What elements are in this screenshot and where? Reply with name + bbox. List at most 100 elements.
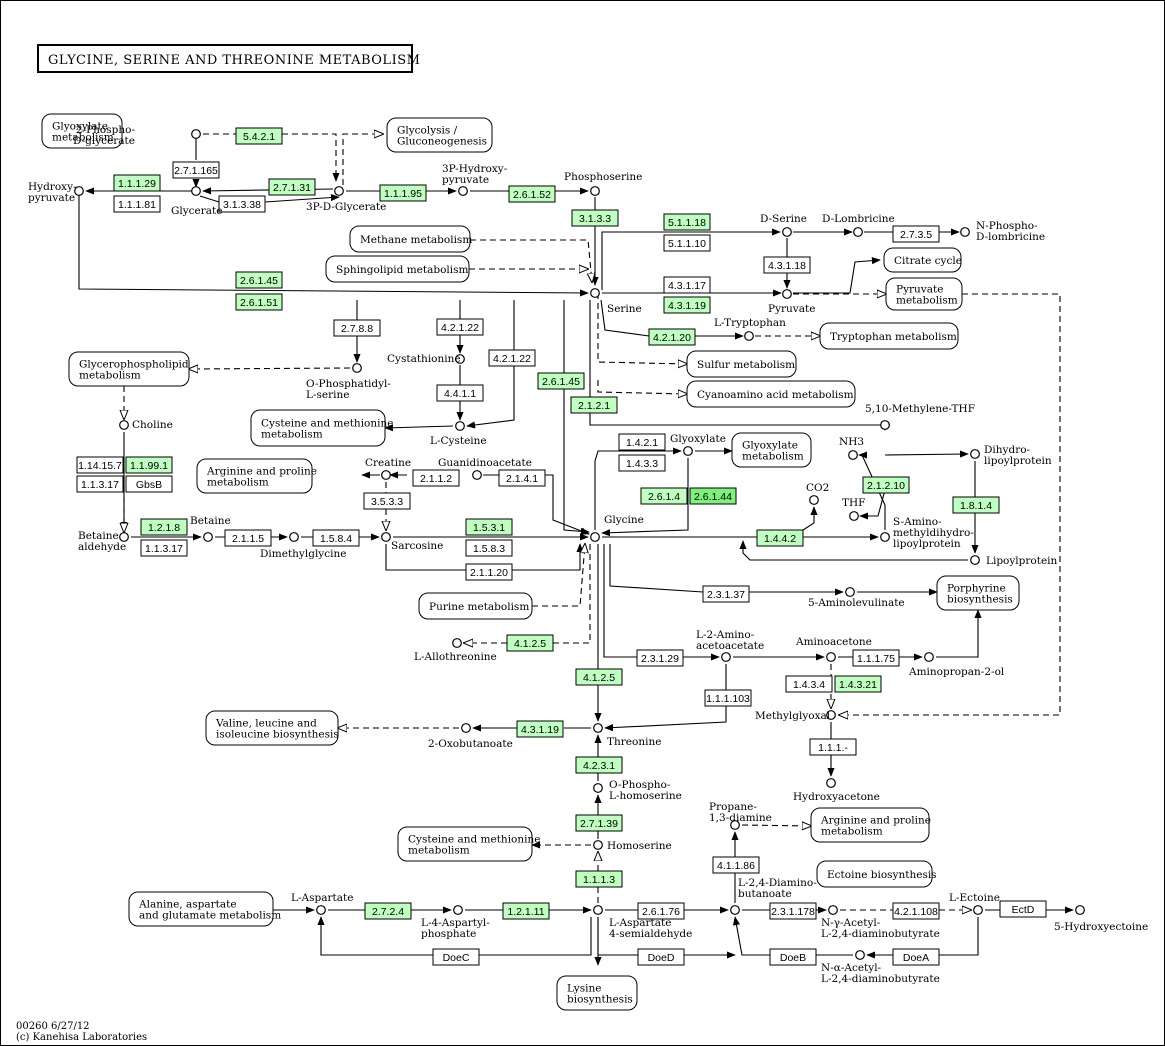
compound-lipoylprotein[interactable]: Lipoylprotein	[970, 555, 1058, 567]
compound-node[interactable]	[191, 186, 201, 196]
compound-dserine[interactable]: D-Serine	[760, 213, 807, 237]
compound-creatine[interactable]: Creatine	[365, 457, 411, 480]
compound-thf[interactable]: THF	[842, 497, 865, 521]
enzyme-box-e43117[interactable]: 4.3.1.17	[663, 276, 711, 294]
compound-lallothreonine[interactable]: L-Allothreonine	[414, 638, 497, 663]
compound-cystathionine[interactable]: Cystathionine	[387, 353, 465, 365]
compound-node[interactable]	[683, 446, 693, 456]
compound-l24diamino[interactable]: L-2,4-Diamino-butanoate	[730, 877, 818, 915]
enzyme-box-e2115[interactable]: 2.1.1.5	[224, 529, 272, 547]
compound-ophospholhomoserine[interactable]: O-Phospho-L-homoserine	[593, 779, 682, 802]
map-link-glycolysis[interactable]: Glycolysis /Gluconeogenesis	[386, 117, 493, 153]
compound-node[interactable]	[316, 905, 326, 915]
enzyme-box-e1814[interactable]: 1.8.1.4	[952, 496, 1000, 514]
compound-node[interactable]	[590, 288, 600, 298]
compound-node[interactable]	[855, 950, 865, 960]
enzyme-box-e11317b[interactable]: 1.1.3.17	[140, 539, 188, 557]
enzyme-box-e51110[interactable]: 5.1.1.10	[663, 234, 711, 252]
compound-aminolevulinate[interactable]: 5-Aminolevulinate	[808, 587, 905, 609]
compound-laspartate[interactable]: L-Aspartate	[291, 892, 353, 915]
compound-node[interactable]	[453, 905, 463, 915]
enzyme-box-e111m[interactable]: 1.1.1.-	[809, 738, 857, 756]
enzyme-box-e26145a[interactable]: 2.6.1.45	[235, 271, 283, 289]
enzyme-box-edoea[interactable]: DoeA	[892, 948, 940, 966]
compound-samino[interactable]: S-Amino-methyldihydro-lipoylprotein	[880, 516, 975, 550]
compound-node[interactable]	[593, 723, 603, 733]
enzyme-box-egbsb[interactable]: GbsB	[125, 475, 173, 493]
map-link-methane[interactable]: Methane metabolism	[349, 225, 472, 253]
compound-hydroxypyruvate[interactable]: Hydroxy-pyruvate	[28, 181, 84, 204]
compound-oxobutanoate[interactable]: 2-Oxobutanoate	[428, 723, 513, 750]
compound-node[interactable]	[472, 470, 482, 480]
enzyme-box-e43119b[interactable]: 4.3.1.19	[516, 720, 564, 738]
enzyme-box-e21210[interactable]: 2.1.2.10	[862, 476, 910, 494]
compound-dlombricine[interactable]: D-Lombricine	[822, 213, 895, 237]
map-link-purine[interactable]: Purine metabolism	[418, 592, 533, 620]
enzyme-box-e5421[interactable]: 5.4.2.1	[235, 127, 283, 145]
compound-node[interactable]	[593, 905, 603, 915]
compound-nh3[interactable]: NH3	[839, 436, 864, 460]
compound-node[interactable]	[119, 532, 129, 542]
compound-node[interactable]	[973, 905, 983, 915]
enzyme-box-e51118[interactable]: 5.1.1.18	[663, 213, 711, 231]
enzyme-box-e42122a[interactable]: 4.2.1.22	[436, 318, 484, 336]
compound-sarcosine[interactable]: Sarcosine	[381, 532, 444, 552]
enzyme-box-e26152[interactable]: 2.6.1.52	[508, 185, 556, 203]
compound-node[interactable]	[455, 354, 465, 364]
compound-node[interactable]	[845, 587, 855, 597]
map-link-ectoine[interactable]: Ectoine biosynthesis	[816, 860, 937, 888]
enzyme-box-e231178[interactable]: 2.3.1.178	[769, 902, 817, 920]
compound-node[interactable]	[744, 331, 754, 341]
enzyme-box-e2724[interactable]: 2.7.2.4	[364, 902, 412, 920]
compound-dimethylglycine[interactable]: Dimethylglycine	[260, 532, 346, 560]
map-link-sulfur[interactable]: Sulfur metabolism	[686, 350, 797, 378]
compound-homoserine[interactable]: Homoserine	[593, 840, 672, 852]
compound-nyacetyl[interactable]: N-γ-Acetyl-L-2,4-diaminobutyrate	[821, 905, 940, 940]
enzyme-box-e26145b[interactable]: 2.6.1.45	[537, 372, 585, 390]
enzyme-box-e11195[interactable]: 1.1.1.95	[379, 184, 427, 202]
compound-node[interactable]	[880, 532, 890, 542]
compound-node[interactable]	[880, 420, 890, 430]
compound-naacetyl[interactable]: N-α-Acetyl-L-2,4-diaminobutyrate	[821, 950, 940, 985]
compound-ophosphatidyllserine[interactable]: O-Phosphatidyl-L-serine	[306, 363, 391, 401]
compound-node[interactable]	[203, 532, 213, 542]
enzyme-box-e111103[interactable]: 1.1.1.103	[704, 689, 752, 707]
enzyme-box-e3533[interactable]: 3.5.3.3	[363, 492, 411, 510]
enzyme-box-e41186[interactable]: 4.1.1.86	[712, 856, 760, 874]
compound-serine[interactable]: Serine	[590, 288, 642, 315]
compound-node[interactable]	[782, 289, 792, 299]
enzyme-box-e1113[interactable]: 1.1.1.3	[575, 870, 623, 888]
enzyme-box-e11181[interactable]: 1.1.1.81	[113, 195, 161, 213]
map-link-cyanoamino[interactable]: Cyanoamino acid metabolism	[686, 380, 856, 408]
enzyme-box-e23137[interactable]: 2.3.1.37	[702, 585, 750, 603]
enzyme-box-e27139[interactable]: 2.7.1.39	[575, 814, 623, 832]
compound-node[interactable]	[590, 186, 600, 196]
compound-lamino2[interactable]: L-2-Amino-acetoacetate	[696, 629, 764, 662]
compound-lcysteine[interactable]: L-Cysteine	[430, 421, 487, 447]
enzyme-box-e26176[interactable]: 2.6.1.76	[637, 902, 685, 920]
enzyme-box-e26151[interactable]: 2.6.1.51	[235, 293, 283, 311]
compound-hydroxyacetone[interactable]: Hydroxyacetone	[793, 778, 880, 803]
compound-node[interactable]	[455, 421, 465, 431]
compound-node[interactable]	[848, 450, 858, 460]
enzyme-box-e4125b[interactable]: 4.1.2.5	[575, 668, 623, 686]
enzyme-box-e11129[interactable]: 1.1.1.29	[113, 174, 161, 192]
compound-node[interactable]	[119, 420, 129, 430]
enzyme-box-e31338[interactable]: 3.1.3.38	[218, 195, 266, 213]
compound-aminopropanol[interactable]: Aminopropan-2-ol	[908, 652, 1005, 678]
compound-node[interactable]	[461, 723, 471, 733]
enzyme-box-e1421[interactable]: 1.4.2.1	[618, 433, 666, 451]
compound-hydroxyectoine[interactable]: 5-Hydroxyectoine	[1054, 905, 1148, 933]
enzyme-box-e4411[interactable]: 4.4.1.1	[436, 384, 484, 402]
compound-l4aspartylphosphate[interactable]: L-4-Aspartyl-phosphate	[421, 905, 490, 940]
compound-node[interactable]	[381, 470, 391, 480]
compound-pyruvate[interactable]: Pyruvate	[768, 289, 815, 315]
compound-aminoacetone[interactable]: Aminoacetone	[795, 636, 872, 662]
compound-node[interactable]	[334, 186, 344, 196]
compound-node[interactable]	[458, 186, 468, 196]
